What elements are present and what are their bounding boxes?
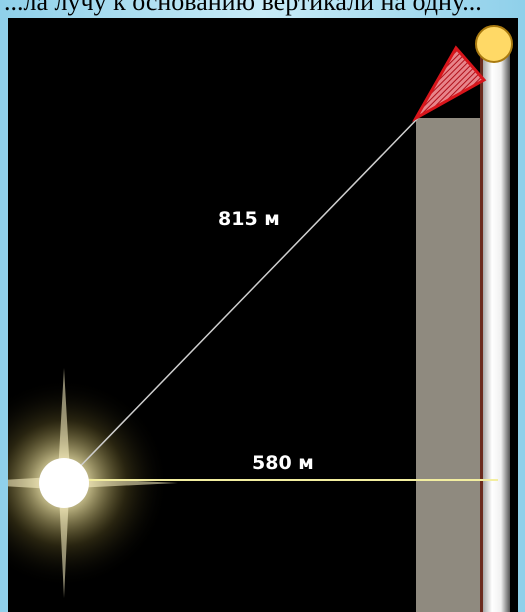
column-band [416, 118, 484, 612]
horizontal-label: 580 м [252, 452, 314, 474]
diagram-scene: 815 м 580 м [8, 18, 518, 612]
flag-icon [412, 45, 487, 122]
diagram-canvas [8, 25, 513, 612]
caption-text: ...ла лучу к основанию вертикали на одну… [4, 0, 482, 16]
hypotenuse-label: 815 м [218, 208, 280, 230]
vertical-pole [480, 54, 510, 612]
light-source-icon [39, 458, 89, 508]
hypotenuse-line [63, 117, 419, 484]
light-rays [8, 368, 178, 598]
top-ball-icon [475, 25, 513, 63]
pole-edge [480, 54, 483, 612]
